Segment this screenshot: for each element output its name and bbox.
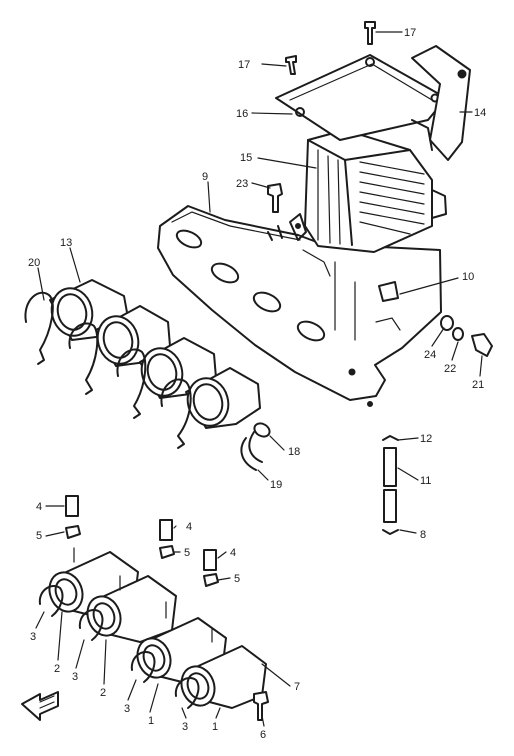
callout-4-first: 4 xyxy=(36,501,42,513)
callout-2-second: 2 xyxy=(100,687,106,699)
callout-labels: 17 17 14 16 15 9 23 20 13 10 24 22 21 18… xyxy=(28,27,486,741)
callout-14: 14 xyxy=(474,107,486,119)
callout-21: 21 xyxy=(472,379,484,391)
callout-18: 18 xyxy=(288,446,300,458)
callout-5-first: 5 xyxy=(36,530,42,542)
callout-2-first: 2 xyxy=(54,663,60,675)
leader-lines xyxy=(35,31,483,727)
callout-23: 23 xyxy=(236,178,248,190)
callout-3-fourth: 3 xyxy=(182,721,188,733)
callout-19: 19 xyxy=(270,479,282,491)
callout-4-second: 4 xyxy=(186,521,192,533)
callout-9: 9 xyxy=(202,171,208,183)
callout-17-left: 17 xyxy=(238,59,250,71)
callout-22: 22 xyxy=(444,363,456,375)
carburetor-joints xyxy=(38,495,269,721)
callout-5-third: 5 xyxy=(234,573,240,585)
front-direction-arrow-icon xyxy=(21,691,59,721)
callout-12: 12 xyxy=(420,433,432,445)
callout-6: 6 xyxy=(260,729,266,741)
callout-13: 13 xyxy=(60,237,72,249)
callout-8: 8 xyxy=(420,529,426,541)
callout-1-first: 1 xyxy=(148,715,154,727)
callout-3-second: 3 xyxy=(72,671,78,683)
callout-20: 20 xyxy=(28,257,40,269)
callout-10: 10 xyxy=(462,271,474,283)
callout-15: 15 xyxy=(240,152,252,164)
callout-3-third: 3 xyxy=(124,703,130,715)
callout-16: 16 xyxy=(236,108,248,120)
callout-3-first: 3 xyxy=(30,631,36,643)
callout-5-second: 5 xyxy=(184,547,190,559)
breather-hose xyxy=(240,422,271,471)
drain-tube xyxy=(382,435,399,535)
callout-7: 7 xyxy=(294,681,300,693)
callout-4-third: 4 xyxy=(230,547,236,559)
intake-joints xyxy=(24,279,261,449)
callout-1-second: 1 xyxy=(212,721,218,733)
callout-24: 24 xyxy=(424,349,436,361)
callout-11: 11 xyxy=(420,475,431,487)
callout-17-top: 17 xyxy=(404,27,416,39)
case-hardware xyxy=(267,21,493,357)
air-filter-case xyxy=(157,45,471,407)
